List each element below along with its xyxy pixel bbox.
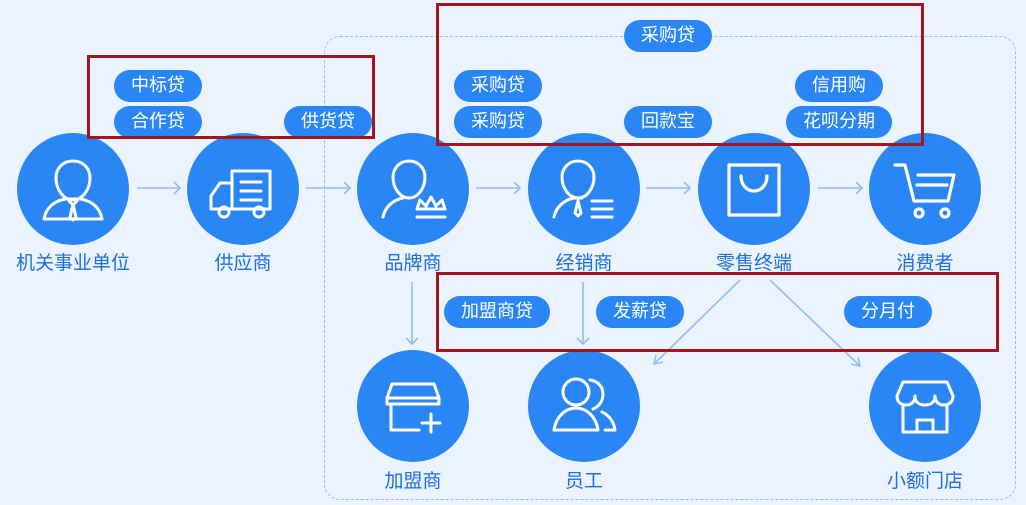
node-gov [17,133,129,245]
users-icon [552,377,617,432]
product-faxin: 发薪贷 [596,296,684,328]
node-dealer [528,133,640,245]
person-list-icon [552,159,614,219]
product-hezuo: 合作贷 [114,106,202,138]
storefront-icon [895,380,955,434]
node-label-dealer: 经销商 [555,252,613,274]
node-label-consumer: 消费者 [896,252,954,274]
node-label-gov: 机关事业单位 [15,252,130,274]
product-zhongbiao: 中标贷 [114,70,202,102]
product-huikuan: 回款宝 [624,106,712,138]
shopping-cart-icon [893,163,956,219]
node-label-supplier: 供应商 [214,252,272,274]
product-xinyong: 信用购 [795,70,883,102]
product-jiameng: 加盟商贷 [444,296,550,328]
product-gonghuo: 供货贷 [284,106,372,138]
highlight-box-purchase-loans [436,3,924,146]
shopping-bag-icon [727,163,781,217]
person-crown-icon [381,159,447,219]
node-label-retail: 零售终端 [715,252,792,274]
node-store [869,350,981,462]
node-brand [357,133,469,245]
product-fenyue: 分月付 [844,296,932,328]
truck-icon [209,169,272,219]
node-label-store: 小额门店 [886,470,963,492]
node-supplier [187,133,299,245]
product-huabei: 花呗分期 [786,106,892,138]
node-employee [528,350,640,462]
person-tie-icon [42,159,104,222]
highlight-box-supplier-loans [87,55,375,139]
node-franchise [357,350,469,462]
node-label-brand: 品牌商 [384,252,442,274]
product-caigou-2: 采购贷 [454,106,542,138]
product-caigou-1: 采购贷 [454,70,542,102]
highlight-box-lower-loans [436,272,999,352]
shop-add-icon [385,382,442,434]
node-consumer [869,133,981,245]
node-retail [698,133,810,245]
node-label-employee: 员工 [564,470,603,492]
node-label-franchise: 加盟商 [384,470,442,492]
product-caigou-top: 采购贷 [624,20,712,52]
